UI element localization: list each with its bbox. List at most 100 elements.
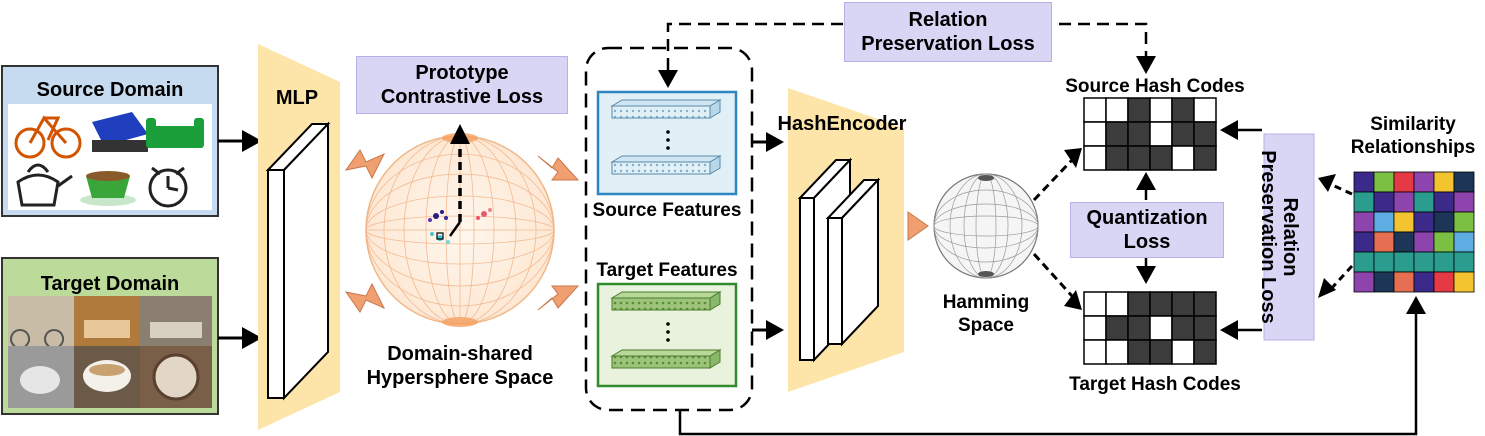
grid-cell [1453, 251, 1475, 273]
hamming-space-label: Hamming Space [930, 292, 1042, 338]
grid-cell [1149, 145, 1173, 171]
grid-cell [1433, 211, 1455, 233]
target-features-box [596, 282, 738, 388]
source-domain-title: Source Domain [36, 79, 184, 101]
grid-cell [1127, 121, 1151, 147]
grid-cell [1453, 231, 1475, 253]
relation-loss-side-line1: Relation [1279, 198, 1301, 277]
arrow-similarity-to-relation-bottom [1318, 264, 1354, 298]
arrow-similarity-to-relation-top [1318, 174, 1353, 196]
source-domain-panel [1, 65, 219, 217]
grid-cell [1393, 171, 1415, 193]
grid-cell [1105, 291, 1129, 317]
relation-loss-top-line2: Preservation Loss [861, 33, 1035, 55]
mlp-label: MLP [275, 87, 319, 109]
arrow-relation-to-source-hash [1220, 120, 1262, 140]
arrow-source-features-to-encoder [752, 132, 784, 152]
grid-cell [1433, 231, 1455, 253]
relation-loss-side-box [1263, 133, 1315, 341]
grid-cell [1083, 97, 1107, 123]
grid-cell [1171, 145, 1195, 171]
feature-clusters [428, 208, 492, 244]
arrow-source-to-mlp [218, 130, 262, 152]
grid-cell [1353, 271, 1375, 293]
hypersphere-label-line1: Domain-shared [387, 343, 533, 365]
hypersphere-label-line2: Hypersphere Space [366, 367, 554, 389]
grid-cell [1453, 171, 1475, 193]
grid-cell [1193, 291, 1217, 317]
arrow-relation-to-target-hash [1220, 320, 1262, 340]
hamming-sphere [933, 173, 1039, 279]
grid-cell [1083, 315, 1107, 341]
features-group [584, 46, 754, 412]
grid-cell [1433, 171, 1455, 193]
source-hash-codes-label: Source Hash Codes [1065, 76, 1245, 97]
grid-cell [1373, 251, 1395, 273]
similarity-line2: Relationships [1350, 136, 1476, 158]
grid-cell [1393, 231, 1415, 253]
arrow-encoder-to-hamming [907, 211, 929, 241]
grid-cell [1193, 315, 1217, 341]
grid-cell [1193, 339, 1217, 365]
grid-cell [1353, 211, 1375, 233]
grid-cell [1105, 315, 1129, 341]
alarm-clock-icon [148, 166, 188, 208]
grid-cell [1149, 315, 1173, 341]
grid-cell [1105, 97, 1129, 123]
grid-cell [1433, 271, 1455, 293]
grid-cell [1083, 145, 1107, 171]
prototype-loss-line1: Prototype [415, 62, 509, 84]
hamming-line2: Space [958, 314, 1014, 336]
arrow-mlp-to-sphere-bottom [344, 282, 386, 313]
arrow-hamming-to-source-hash [1032, 158, 1074, 202]
grid-cell [1433, 251, 1455, 273]
grid-cell [1171, 291, 1195, 317]
grid-cell [1149, 339, 1173, 365]
arrow-target-features-to-encoder [752, 320, 784, 340]
source-features-label: Source Features [592, 200, 742, 221]
arrow-mlp-to-sphere-top [344, 149, 386, 180]
grid-cell [1105, 339, 1129, 365]
grid-cell [1149, 121, 1173, 147]
grid-cell [1393, 271, 1415, 293]
grid-cell [1373, 191, 1395, 213]
relation-loss-top-line1: Relation [908, 9, 988, 31]
mlp-block [258, 44, 340, 430]
grid-cell [1171, 97, 1195, 123]
grid-cell [1127, 97, 1151, 123]
quantization-loss-line2: Loss [1123, 231, 1171, 253]
hamming-line1: Hamming [942, 292, 1030, 313]
hash-encoder-label: HashEncoder [777, 113, 907, 135]
hypersphere-label: Domain-shared Hypersphere Space [360, 342, 560, 390]
grid-cell [1171, 315, 1195, 341]
arrow-into-source-hash [1136, 56, 1156, 74]
hypersphere [365, 124, 555, 327]
cup-icon [80, 171, 136, 206]
grid-cell [1413, 271, 1435, 293]
sofa-icon [146, 118, 204, 148]
grid-cell [1373, 171, 1395, 193]
grid-cell [1353, 191, 1375, 213]
photo-livingroom [140, 296, 212, 346]
target-features-label: Target Features [596, 260, 738, 281]
relation-loss-side-line2: Preservation Loss [1257, 150, 1279, 323]
similarity-matrix [1353, 171, 1475, 293]
grid-cell [1353, 171, 1375, 193]
grid-cell [1171, 121, 1195, 147]
arrow-sphere-to-source-features [537, 155, 580, 181]
grid-cell [1453, 211, 1475, 233]
grid-cell [1193, 97, 1217, 123]
bicycle-icon [14, 115, 82, 159]
bed-icon [92, 112, 148, 152]
arrow-hamming-to-target-hash [1032, 252, 1074, 298]
grid-cell [1373, 231, 1395, 253]
grid-cell [1193, 121, 1217, 147]
grid-cell [1149, 97, 1173, 123]
grid-cell [1127, 145, 1151, 171]
arrow-sphere-to-target-features [537, 285, 580, 311]
grid-cell [1353, 231, 1375, 253]
